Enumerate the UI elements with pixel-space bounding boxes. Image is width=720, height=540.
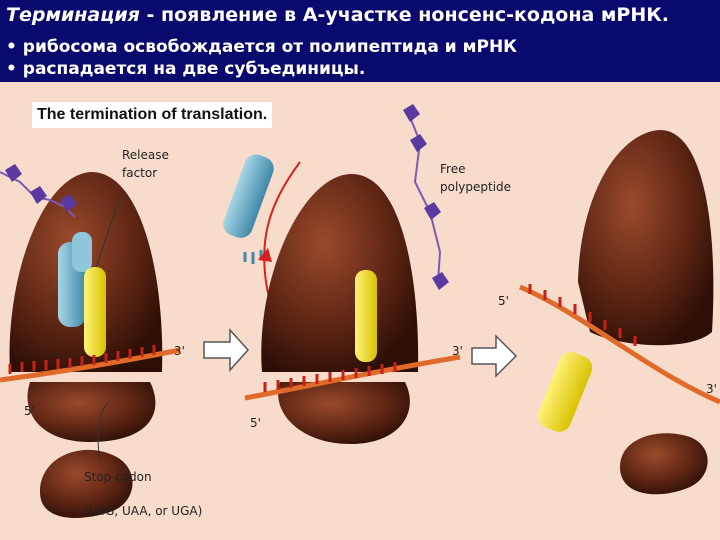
arrow-step-1 — [203, 328, 250, 372]
arrow-step-2 — [471, 334, 518, 378]
panel-1-ribosome — [0, 164, 181, 518]
title-rest: - появление в А-участке нонсенс-кодона м… — [139, 4, 670, 26]
bullet-ribosome-release: • рибосома освобождается от полипептида … — [6, 37, 518, 57]
five-prime-label-a: 5' — [24, 404, 35, 418]
bullet-subunits: • распадается на две субъединицы. — [6, 59, 366, 79]
three-prime-label-b: 3' — [452, 344, 463, 358]
free-polypeptide-label-1: Free — [440, 162, 466, 176]
panel-3-subunits — [519, 130, 720, 495]
title-term: Терминация — [6, 4, 140, 26]
free-polypeptide-label-2: polypeptide — [440, 180, 512, 194]
diagram-caption: The termination of translation. — [32, 102, 273, 128]
slide-header: Терминация - появление в А-участке нонсе… — [0, 0, 720, 82]
five-prime-label-c: 5' — [498, 294, 509, 308]
five-prime-label-b: 5' — [250, 416, 261, 430]
released-factor — [223, 154, 301, 303]
trna-yellow — [84, 267, 106, 357]
diagram-illustration — [0, 104, 720, 518]
slide-title: Терминация - появление в А-участке нонсе… — [6, 4, 669, 26]
release-factor-label-1: Release — [122, 148, 169, 162]
stop-codon-label-2: (U4G, UAA, or UGA) — [84, 504, 203, 518]
termination-diagram: The termination of translation. Release … — [0, 82, 720, 540]
three-prime-label-c: 3' — [706, 382, 717, 396]
panel-2-ribosome — [244, 104, 461, 444]
release-factor-label-2: factor — [122, 166, 158, 180]
stop-codon-label-1: Stop codon — [84, 470, 152, 484]
three-prime-label-a: 3' — [174, 344, 185, 358]
mrna-strand — [0, 347, 181, 383]
